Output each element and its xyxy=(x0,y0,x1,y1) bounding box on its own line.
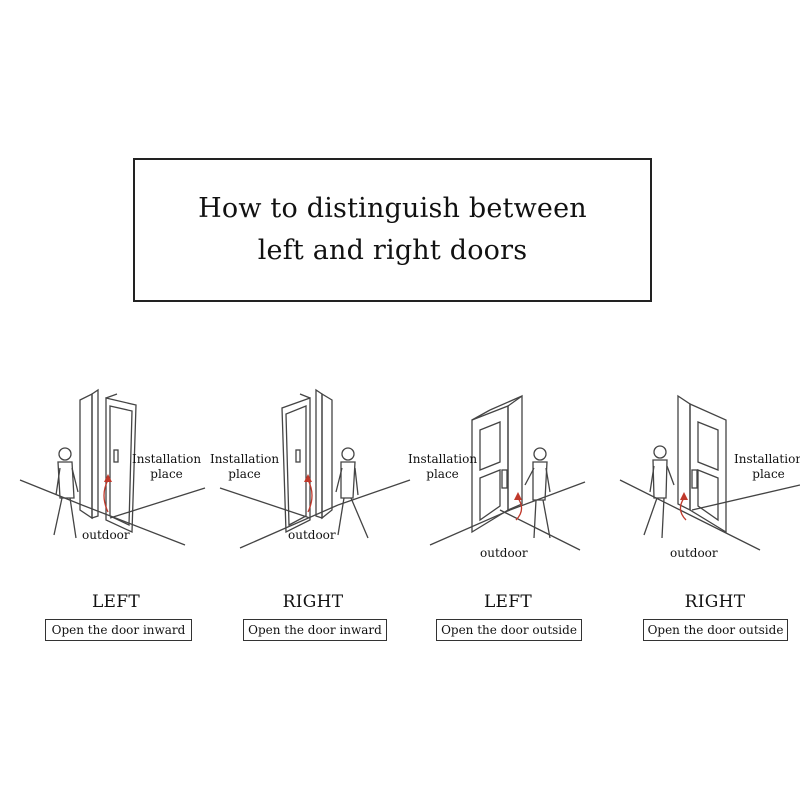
outdoor-label: outdoor xyxy=(670,546,718,560)
description-box-2: Open the door inward xyxy=(243,619,387,641)
outdoor-label: outdoor xyxy=(82,528,130,542)
caption-4: RIGHT xyxy=(684,592,746,612)
panel-left-inward: Installation place outdoor xyxy=(19,370,220,560)
caption-2: RIGHT xyxy=(282,592,344,612)
installation-label: Installation place xyxy=(210,452,279,482)
installation-text: Installation xyxy=(210,452,280,466)
place-text: place xyxy=(228,467,261,481)
door-illustration-right-inward xyxy=(219,388,411,549)
installation-text: Installation xyxy=(734,452,800,466)
outdoor-label: outdoor xyxy=(480,546,528,560)
installation-text: Installation xyxy=(408,452,478,466)
caption-1: LEFT xyxy=(91,592,141,612)
installation-label: Installation place xyxy=(734,452,800,482)
description-box-1: Open the door inward xyxy=(45,619,192,641)
title-box: How to distinguish between left and righ… xyxy=(133,158,652,302)
place-text: place xyxy=(150,467,183,481)
door-illustration-right-outside xyxy=(619,394,800,551)
title-line-1: How to distinguish between xyxy=(198,193,587,224)
installation-label: Installation place xyxy=(408,452,477,482)
place-text: place xyxy=(426,467,459,481)
panel-right-inward: Installation place outdoor xyxy=(210,370,411,560)
panel-left-outside: Installation place outdoor xyxy=(400,370,600,560)
panel-right-outside: Installation place outdoor xyxy=(600,370,800,560)
door-illustration-left-inward xyxy=(19,388,206,546)
door-illustration-left-outside xyxy=(429,394,586,551)
outdoor-label: outdoor xyxy=(288,528,336,542)
caption-3: LEFT xyxy=(483,592,533,612)
description-box-3: Open the door outside xyxy=(436,619,582,641)
installation-text: Installation xyxy=(132,452,202,466)
title-line-2: left and right doors xyxy=(257,235,528,266)
description-box-4: Open the door outside xyxy=(643,619,788,641)
place-text: place xyxy=(752,467,785,481)
installation-label: Installation place xyxy=(132,452,201,482)
